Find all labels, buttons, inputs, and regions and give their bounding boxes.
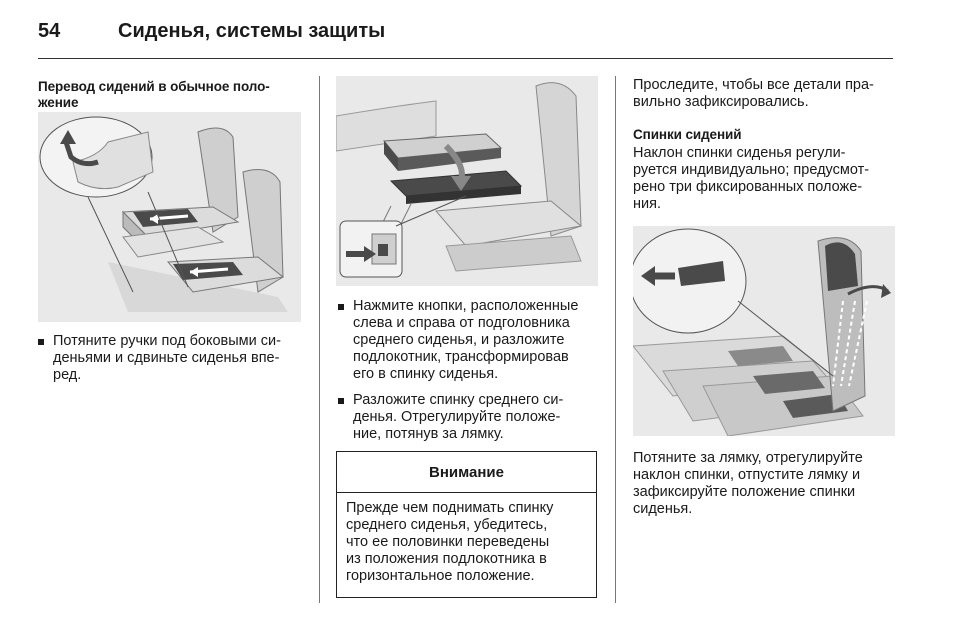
page-number: 54: [38, 20, 61, 42]
section-heading-seat-backs: Спинки сидений: [633, 127, 742, 142]
warning-line: Прежде чем поднимать спинку: [346, 500, 554, 516]
text-line: сиденья.: [633, 501, 693, 517]
column-divider-2: [615, 76, 616, 603]
column-divider-1: [319, 76, 320, 603]
figure-seat-slide-forward: [38, 112, 301, 322]
bullet-icon: [338, 398, 344, 404]
figure-armrest-to-backrest: [336, 76, 598, 286]
text-line: Потяните за лямку, отрегулируйте: [633, 450, 863, 466]
bullet-line: Потяните ручки под боковыми си-: [53, 333, 281, 349]
caption-paragraph: Потяните за лямку, отрегулируйте наклон …: [633, 450, 903, 518]
bullet-line: подлокотник, трансформировав: [353, 349, 569, 365]
bullet-icon: [38, 339, 44, 345]
bullet-line: денья. Отрегулируйте положе-: [353, 409, 561, 425]
seat-slide-illustration: [39, 116, 288, 312]
text-line: Проследите, чтобы все детали пра-: [633, 77, 874, 93]
list-item: Разложите спинку среднего си- денья. Отр…: [338, 392, 600, 446]
bullet-line: Нажмите кнопки, расположенные: [353, 298, 579, 314]
warning-text: Прежде чем поднимать спинку среднего сид…: [346, 500, 588, 585]
text-line: руется индивидуально; предусмот-: [633, 162, 870, 178]
bullet-line: его в спинку сиденья.: [353, 366, 499, 382]
warning-title: Внимание: [429, 464, 504, 481]
bullet-icon: [338, 304, 344, 310]
text-line: Наклон спинки сиденья регули-: [633, 145, 846, 161]
warning-box: Внимание Прежде чем поднимать спинку сре…: [336, 451, 597, 598]
seat-backs-paragraph: Наклон спинки сиденья регули- руется инд…: [633, 145, 903, 213]
heading-line: жение: [38, 95, 79, 110]
text-line: зафиксируйте положение спинки: [633, 484, 856, 500]
warning-line: горизонтальное положение.: [346, 568, 535, 584]
text-line: наклон спинки, отпустите лямку и: [633, 467, 861, 483]
bullet-line: ние, потянув за лямку.: [353, 426, 504, 442]
warning-divider: [337, 492, 596, 493]
warning-line: среднего сиденья, убедитесь,: [346, 517, 548, 533]
text-line: вильно зафиксировались.: [633, 94, 809, 110]
figure-backrest-recline: [633, 226, 895, 436]
list-item: Потяните ручки под боковыми си- деньями …: [38, 333, 308, 388]
recline-illustration: [633, 228, 891, 436]
bullet-line: слева и справа от подголовника: [353, 315, 570, 331]
bullet-line: среднего сиденья, и разложите: [353, 332, 565, 348]
text-line: рено три фиксированных положе-: [633, 179, 863, 195]
header-divider: [38, 58, 893, 59]
page-title: Сиденья, системы защиты: [118, 20, 386, 42]
warning-line: из положения подлокотника в: [346, 551, 547, 567]
text-line: ния.: [633, 196, 661, 212]
list-item: Нажмите кнопки, расположенные слева и сп…: [338, 298, 600, 386]
intro-paragraph: Проследите, чтобы все детали пра- вильно…: [633, 77, 903, 111]
bullet-line: деньями и сдвиньте сиденья впе-: [53, 350, 280, 366]
armrest-illustration: [336, 82, 583, 278]
bullet-line: ред.: [53, 367, 82, 383]
heading-line: Перевод сидений в обычное поло-: [38, 79, 270, 94]
warning-line: что ее половинки переведены: [346, 534, 550, 550]
bullet-line: Разложите спинку среднего си-: [353, 392, 564, 408]
section-heading-restore-seats: Перевод сидений в обычное поло- жение: [38, 79, 308, 111]
